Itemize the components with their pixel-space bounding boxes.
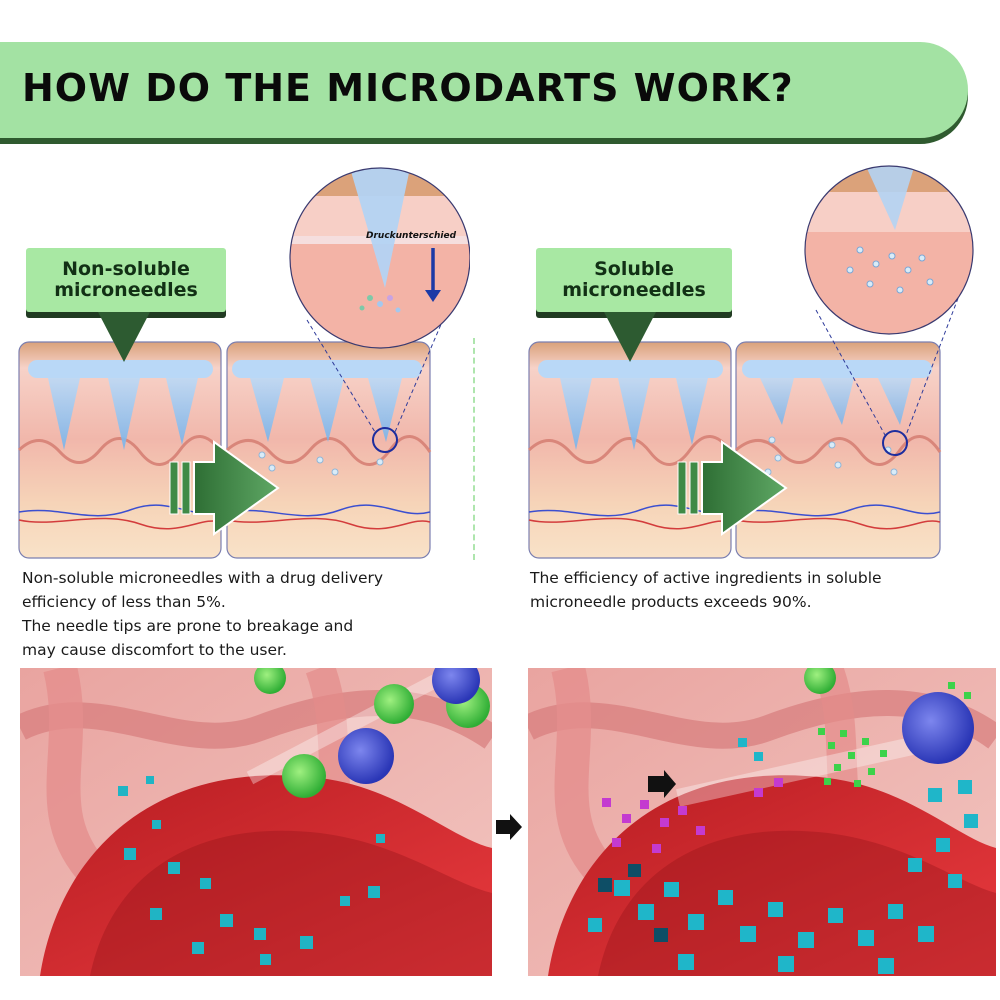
left-caption: Non-soluble microneedles with a drug del… [22,569,384,659]
soluble-label: Soluble microneedles [536,248,732,312]
arrow-right-icon [677,440,788,536]
non-soluble-label: Non-soluble microneedles [26,248,226,312]
arrow-right-icon [169,440,280,536]
right-microneedle-diagram [527,165,974,559]
label-pointer [98,312,150,362]
zoom-callout [289,167,470,433]
vessel-illustration-non-soluble [20,668,492,976]
skin-panel-after [226,341,432,559]
vessel-illustration-soluble [528,668,996,976]
right-caption: The efficiency of active ingredients in … [530,569,882,611]
column-divider [473,338,475,560]
label-pointer [604,312,656,362]
page-title: HOW DO THE MICRODARTS WORK? [22,66,794,110]
left-microneedle-diagram: Druckunterschied [17,167,470,559]
arrow-right-icon [496,814,522,840]
title-banner: HOW DO THE MICRODARTS WORK? [0,42,968,138]
skin-panel-after [735,341,942,559]
zoom-circle-icon [882,430,908,456]
zoom-annotation: Druckunterschied [366,231,457,241]
skin-panel-before [527,341,733,559]
skin-panel-before [17,341,223,559]
zoom-circle-icon [372,427,398,453]
